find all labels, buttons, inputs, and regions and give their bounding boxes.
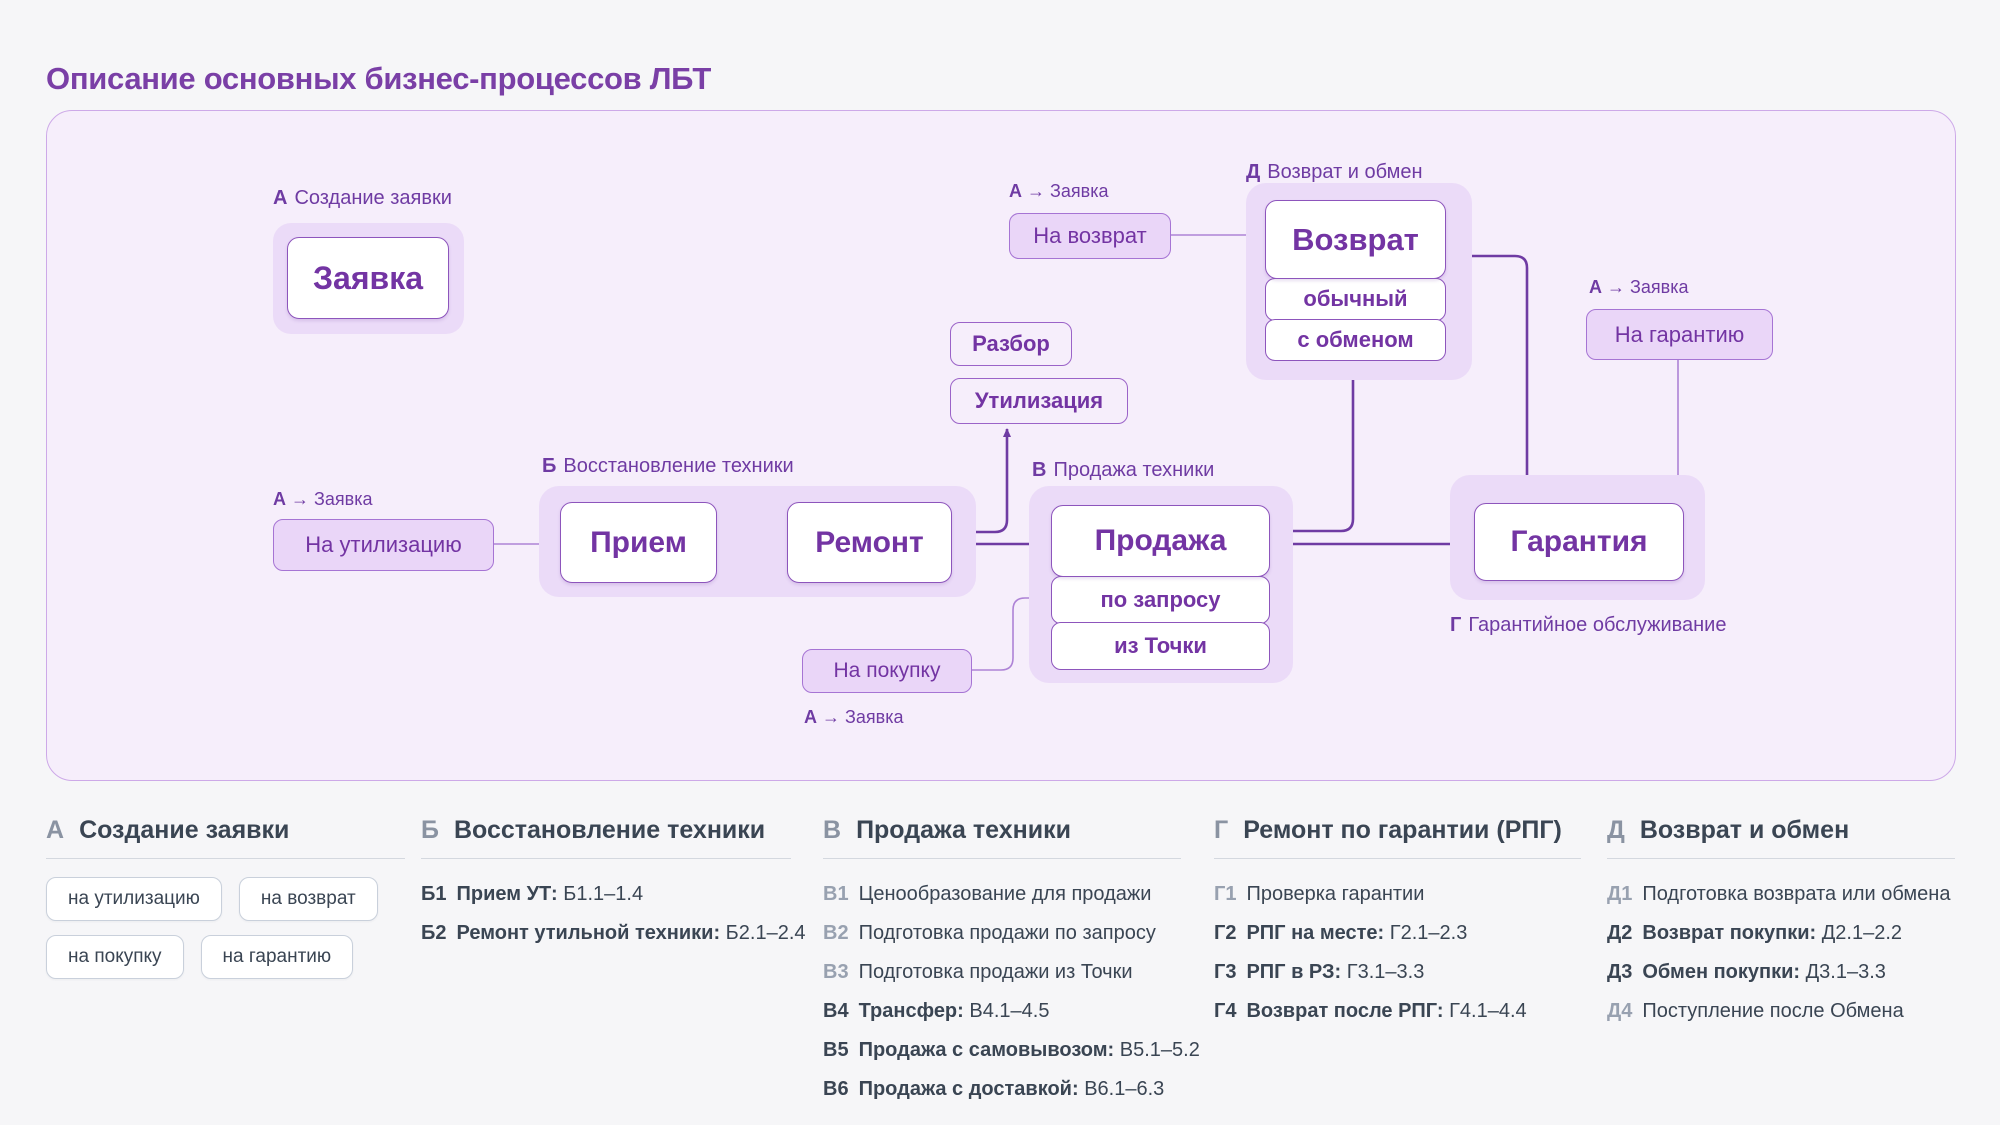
arrow-prodazha-vozvrat <box>1270 366 1357 533</box>
node-zayavka: Заявка <box>287 237 449 319</box>
tag-a-zayavka-util: А→ Заявка <box>273 489 373 509</box>
arrow-remont-utilizaciya <box>954 428 1011 534</box>
group-d-letter: Д <box>1246 161 1261 183</box>
node-utilizaciya: Утилизация <box>950 378 1128 424</box>
node-vozvrat: Возврат <box>1265 200 1446 279</box>
tag-a-zayavka-vozvrat: А→ Заявка <box>1009 181 1109 201</box>
tag-a-zayavka-pokupka: А→ Заявка <box>804 707 904 727</box>
legend-d-letter: Д <box>1607 816 1625 844</box>
chip-na-vozvrat[interactable]: на возврат <box>238 877 378 921</box>
divider <box>421 858 791 859</box>
connector-lines <box>492 234 1679 671</box>
node-razbor: Разбор <box>950 322 1072 366</box>
legend-a-letter: А <box>46 816 65 844</box>
group-v-letter: В <box>1032 459 1047 481</box>
group-b-letter: Б <box>542 455 557 477</box>
group-a-block: Заявка <box>273 223 464 334</box>
node-remont: Ремонт <box>787 502 952 583</box>
legend-g-letter: Г <box>1214 816 1229 844</box>
divider <box>1214 858 1581 859</box>
legend-b-letter: Б <box>421 816 439 844</box>
divider <box>46 858 405 859</box>
group-d-block: Возврат обычный с обменом <box>1246 183 1472 380</box>
legend-v-letter: В <box>823 816 842 844</box>
pill-na-utilizaciyu: На утилизацию <box>273 519 494 571</box>
group-g-letter: Г <box>1450 614 1462 636</box>
group-b-block: Прием Ремонт <box>539 486 976 597</box>
pill-na-garantiyu: На гарантию <box>1586 309 1773 360</box>
node-prodazha: Продажа <box>1051 505 1270 577</box>
sales-stack: Продажа по запросу из Точки <box>1051 505 1270 670</box>
request-type-chips: на утилизацию на возврат на покупку на г… <box>46 877 388 979</box>
return-stack: Возврат обычный с обменом <box>1265 200 1446 361</box>
node-garantiya: Гарантия <box>1474 503 1684 581</box>
pill-na-vozvrat: На возврат <box>1009 213 1171 259</box>
page-title: Описание основных бизнес-процессов ЛБТ <box>46 60 712 96</box>
divider <box>823 858 1181 859</box>
tag-a-zayavka-garantiya: А→ Заявка <box>1589 277 1689 297</box>
return-row-s-obmenom: с обменом <box>1265 319 1446 361</box>
sales-row-iz-tochki: из Точки <box>1051 622 1270 670</box>
group-g-block: Гарантия <box>1450 475 1705 600</box>
arrow-vozvrat-garantiya <box>1446 254 1531 496</box>
group-a-letter: А <box>273 187 288 209</box>
return-row-obychnyj: обычный <box>1265 277 1446 321</box>
chip-na-garantiyu[interactable]: на гарантию <box>200 935 354 979</box>
pill-na-pokupku: На покупку <box>802 649 972 693</box>
chip-na-utilizaciyu[interactable]: на утилизацию <box>46 877 222 921</box>
node-priem: Прием <box>560 502 717 583</box>
chip-na-pokupku[interactable]: на покупку <box>46 935 184 979</box>
line-napokupku-prodazha <box>970 597 1049 671</box>
divider <box>1607 858 1955 859</box>
sales-row-po-zaprosu: по запросу <box>1051 575 1270 624</box>
group-v-block: Продажа по запросу из Точки <box>1029 486 1293 683</box>
